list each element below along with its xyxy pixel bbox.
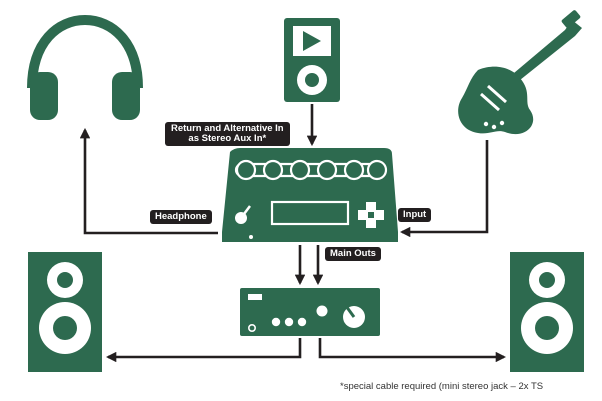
label-main-outs: Main Outs [325, 247, 381, 261]
media-player-icon [284, 18, 340, 102]
electric-guitar-icon [458, 10, 582, 135]
input-arrow [399, 140, 489, 238]
headphone-arrow [79, 127, 218, 235]
effects-pedal-device [222, 148, 398, 242]
speaker-right-icon [510, 252, 584, 372]
speaker-right-arrow [318, 338, 507, 363]
footswitch-chain [234, 159, 388, 181]
label-input: Input [398, 208, 432, 222]
pedal-display [270, 200, 350, 226]
footnote-text: *special cable required (mini stereo jac… [340, 381, 544, 392]
speaker-left-icon [28, 252, 102, 372]
speaker-left-arrow [105, 338, 302, 363]
headphones-icon [27, 14, 143, 120]
dpad-icon [358, 202, 384, 228]
label-return-line2: as Stereo Aux In* [188, 133, 267, 144]
signal-lines [79, 104, 507, 363]
label-headphone: Headphone [150, 210, 212, 224]
amplifier-device [240, 288, 380, 336]
label-return-aux-in: Return and Alternative In as Stereo Aux … [165, 122, 290, 146]
label-return-line1: Return and Alternative In [171, 123, 284, 134]
knob-icon [235, 205, 251, 224]
